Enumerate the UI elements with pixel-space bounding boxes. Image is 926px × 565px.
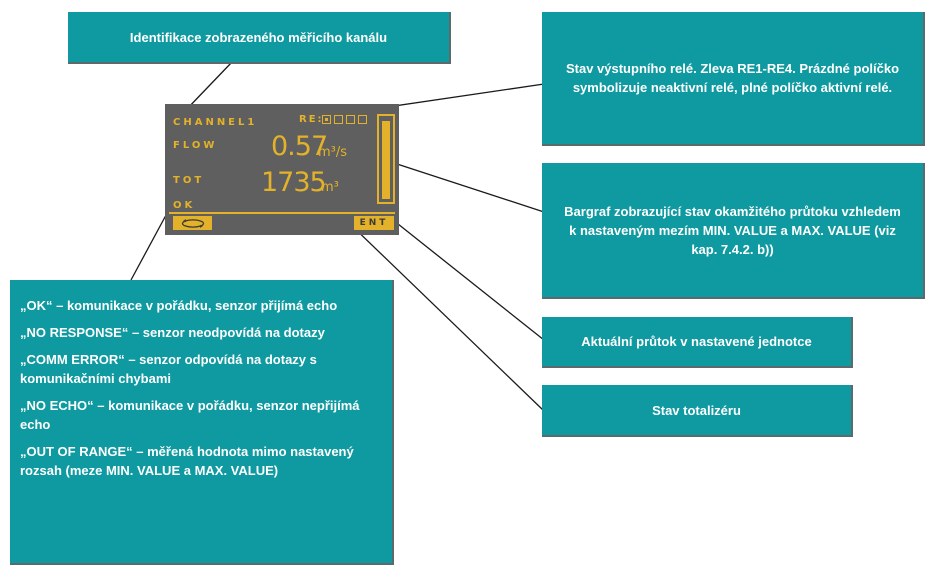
relay-label: RE: [299, 114, 324, 125]
cycle-arrows-icon [181, 218, 204, 228]
flow-value: 0.57 [271, 131, 328, 162]
callout-current-flow: Aktuální průtok v nastavené jednotce [542, 317, 853, 368]
callout-relay-state-text: Stav výstupního relé. Zleva RE1-RE4. Prá… [565, 61, 900, 95]
callout-current-flow-text: Aktuální průtok v nastavené jednotce [581, 334, 812, 349]
tot-label: TOT [173, 175, 205, 186]
relay-3-indicator [346, 115, 355, 124]
tot-value: 1735 [261, 167, 327, 198]
status-ok-desc: „OK“ – komunikace v pořádku, senzor přij… [20, 298, 338, 313]
enter-button[interactable]: ENT [354, 216, 394, 230]
callout-totalizer-text: Stav totalizéru [652, 402, 741, 418]
comm-status-text: OK [173, 200, 196, 211]
connector-channel [184, 61, 233, 112]
callout-channel-id-text: Identifikace zobrazeného měřicího kanálu [129, 29, 388, 45]
status-no-echo-desc: „NO ECHO“ – komunikace v pořádku, senzor… [20, 398, 360, 432]
relay-2-indicator [334, 115, 343, 124]
channel-label: CHANNEL1 [173, 117, 258, 128]
lcd-display: CHANNEL1 RE: FLOW 0.57 m³/s TOT 1735 m³ … [165, 104, 399, 235]
lcd-divider [169, 212, 395, 214]
callout-totalizer: Stav totalizéru [542, 385, 853, 437]
enter-button-label: ENT [359, 218, 389, 228]
status-out-of-range-desc: „OUT OF RANGE“ – měřená hodnota mimo nas… [20, 444, 354, 478]
callout-bargraph-text: Bargraf zobrazující stav okamžitého průt… [564, 203, 901, 257]
bargraph-fill [382, 121, 390, 199]
callout-relay-state: Stav výstupního relé. Zleva RE1-RE4. Prá… [542, 12, 925, 146]
callout-comm-status: „OK“ – komunikace v pořádku, senzor přij… [10, 280, 394, 565]
status-comm-error-desc: „COMM ERROR“ – senzor odpovídá na dotazy… [20, 352, 317, 386]
status-no-response-desc: „NO RESPONSE“ – senzor neodpovídá na dot… [20, 325, 325, 340]
cycle-button[interactable] [173, 216, 212, 230]
flow-unit: m³/s [318, 145, 348, 160]
relay-4-indicator [358, 115, 367, 124]
callout-bargraph: Bargraf zobrazující stav okamžitého průt… [542, 163, 925, 299]
relay-1-indicator [322, 115, 331, 124]
flow-bargraph [377, 114, 395, 204]
flow-label: FLOW [173, 140, 218, 151]
connector-bargraph [396, 163, 545, 213]
callout-channel-id: Identifikace zobrazeného měřicího kanálu [68, 12, 451, 64]
tot-unit: m³ [321, 180, 339, 195]
